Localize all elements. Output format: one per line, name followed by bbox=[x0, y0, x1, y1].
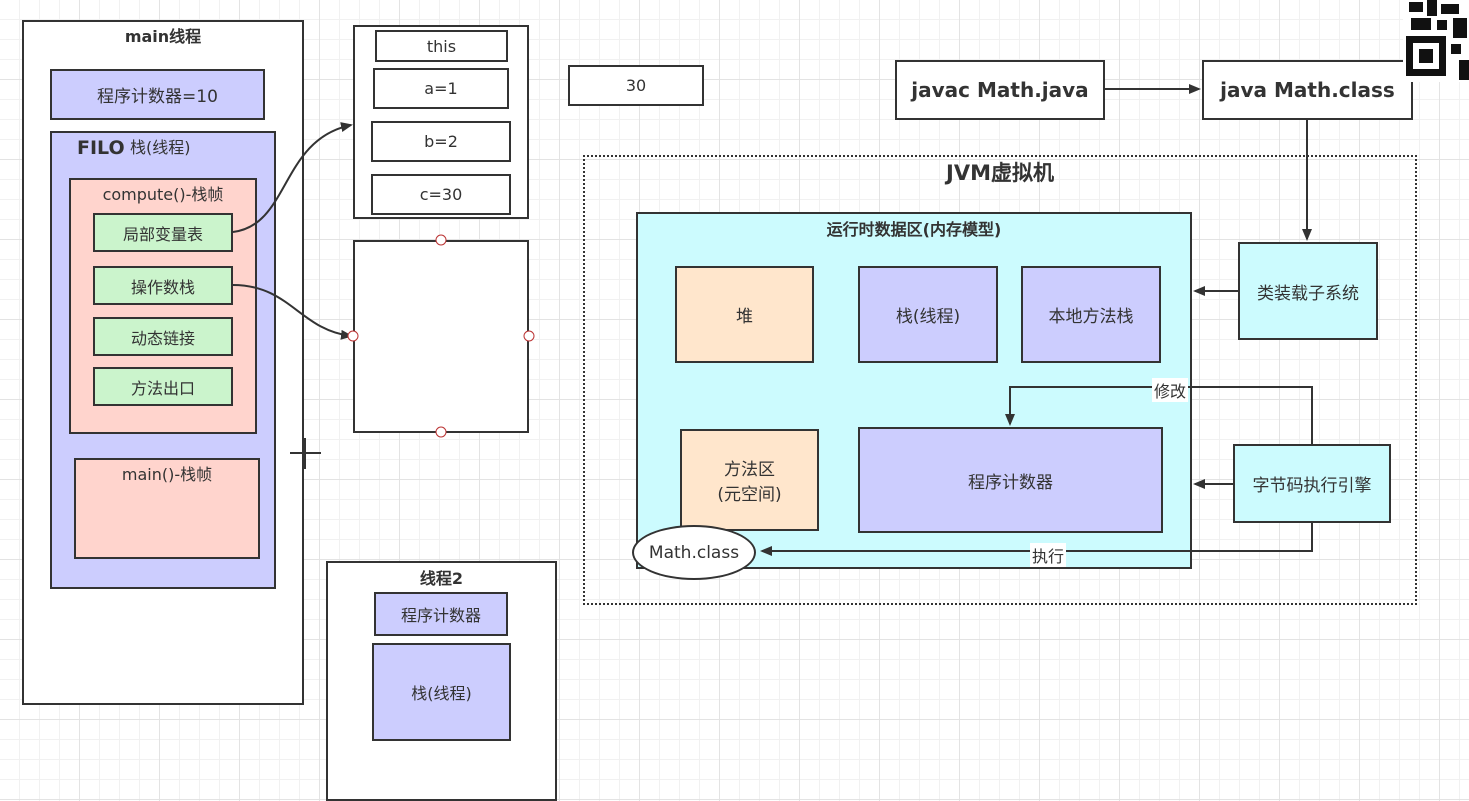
execute-label: 执行 bbox=[1030, 543, 1067, 567]
method-exit[interactable]: 方法出口 bbox=[93, 367, 233, 406]
native-method-stack-box[interactable]: 本地方法栈 bbox=[1021, 266, 1161, 363]
math-class-node[interactable]: Math.class bbox=[632, 525, 756, 580]
javac-box[interactable]: javac Math.java bbox=[895, 60, 1105, 120]
method-area-line1: 方法区 bbox=[724, 460, 775, 480]
value-box[interactable]: 30 bbox=[568, 65, 704, 106]
var-b[interactable]: b=2 bbox=[371, 121, 511, 162]
operand-stack[interactable]: 操作数栈 bbox=[93, 266, 233, 305]
jvm-title: JVM虚拟机 bbox=[946, 161, 1054, 185]
var-this[interactable]: this bbox=[375, 30, 508, 62]
stack-title: 栈(线程) bbox=[130, 138, 191, 157]
thread2-program-counter[interactable]: 程序计数器 bbox=[374, 592, 508, 636]
bytecode-engine-box[interactable]: 字节码执行引擎 bbox=[1233, 444, 1391, 523]
dynamic-linking[interactable]: 动态链接 bbox=[93, 317, 233, 356]
operand-stack-box[interactable] bbox=[353, 240, 529, 433]
jvm-program-counter-box[interactable]: 程序计数器 bbox=[858, 427, 1163, 533]
main-thread-title: main线程 bbox=[124, 27, 202, 46]
jvm-stack-box[interactable]: 栈(线程) bbox=[858, 266, 998, 363]
runtime-area-title: 运行时数据区(内存模型) bbox=[826, 220, 1002, 239]
thread2-title: 线程2 bbox=[419, 569, 464, 588]
compute-frame-title: compute()-栈帧 bbox=[102, 185, 224, 204]
qr-code-icon bbox=[1403, 0, 1469, 82]
var-a[interactable]: a=1 bbox=[373, 68, 509, 109]
modify-label: 修改 bbox=[1152, 378, 1189, 402]
class-loader-box[interactable]: 类装载子系统 bbox=[1238, 242, 1378, 340]
crosshair-cursor-icon-vertical bbox=[304, 438, 306, 469]
method-area-line2: (元空间) bbox=[717, 485, 782, 505]
heap-box[interactable]: 堆 bbox=[675, 266, 814, 363]
main-program-counter[interactable]: 程序计数器=10 bbox=[50, 69, 265, 120]
main-stack-frame[interactable] bbox=[74, 458, 260, 559]
stack-filo-label: FILO bbox=[77, 137, 125, 159]
java-box[interactable]: java Math.class bbox=[1202, 60, 1413, 120]
jvm-container[interactable] bbox=[583, 155, 1417, 605]
method-area-box[interactable]: 方法区 (元空间) bbox=[680, 429, 819, 531]
main-frame-title: main()-栈帧 bbox=[121, 465, 213, 484]
local-variable-table[interactable]: 局部变量表 bbox=[93, 213, 233, 252]
var-c[interactable]: c=30 bbox=[371, 174, 511, 215]
thread2-stack[interactable]: 栈(线程) bbox=[372, 643, 511, 741]
